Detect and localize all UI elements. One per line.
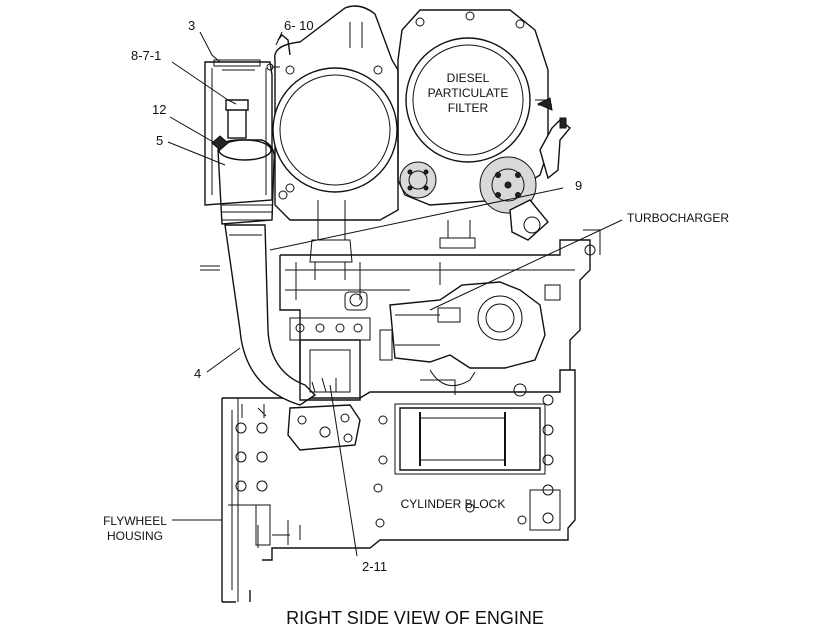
turbocharger-label: TURBOCHARGER	[627, 211, 729, 225]
cylinder-block-label: CYLINDER BLOCK	[401, 497, 506, 511]
callout-6-10: 6- 10	[284, 18, 314, 33]
flywheel-label-line2: HOUSING	[107, 529, 163, 543]
callout-5: 5	[156, 133, 163, 148]
callout-4: 4	[194, 366, 201, 381]
exhaust-fittings	[287, 339, 361, 451]
dpf-label-line3: FILTER	[448, 101, 489, 115]
diagram-caption: RIGHT SIDE VIEW OF ENGINE	[286, 608, 544, 628]
callout-2-11: 2-11	[362, 559, 387, 574]
callout-3: 3	[188, 18, 195, 33]
emissions-module-housing	[204, 34, 291, 206]
dpf-label-line2: PARTICULATE	[428, 86, 509, 100]
dpf-label-line1: DIESEL	[447, 71, 490, 85]
callout-8-7-1: 8-7-1	[131, 48, 161, 63]
leader-lines	[167, 31, 623, 557]
dpf-sensors	[399, 117, 571, 249]
turbocharger	[379, 281, 546, 395]
front-round-cover	[272, 5, 399, 280]
flywheel-label-line1: FLYWHEEL	[103, 514, 167, 528]
cylinder-block	[221, 369, 576, 603]
callout-12: 12	[152, 102, 166, 117]
callout-9: 9	[575, 178, 582, 193]
